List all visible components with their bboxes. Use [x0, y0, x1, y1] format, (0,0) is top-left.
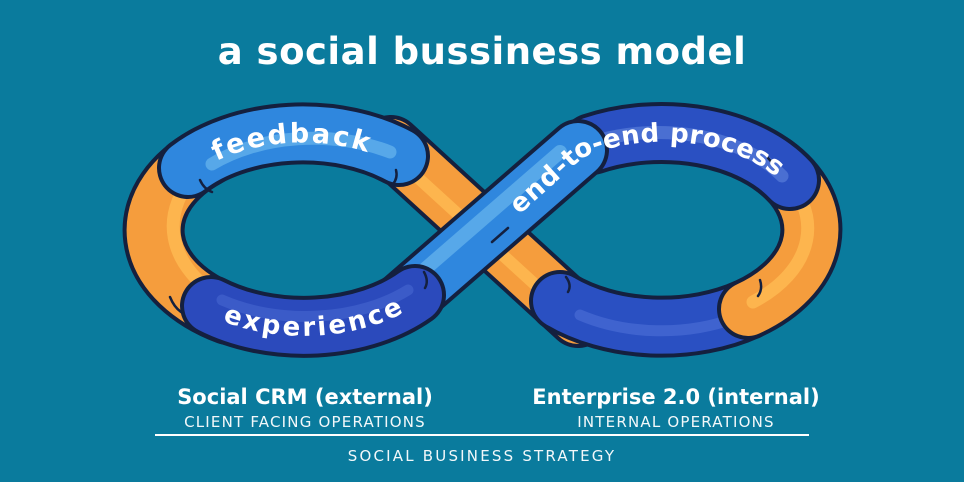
enterprise-title: Enterprise 2.0 (internal) [532, 385, 820, 409]
social-crm-title: Social CRM (external) [177, 385, 433, 409]
divider-line [155, 434, 809, 436]
enterprise-block: Enterprise 2.0 (internal) INTERNAL OPERA… [496, 385, 856, 431]
feedback-arc [157, 102, 430, 199]
page-title: a social bussiness model [217, 30, 747, 73]
social-crm-subtitle: CLIENT FACING OPERATIONS [184, 413, 426, 432]
right-loop-bottom-arc [529, 270, 761, 358]
experience-arc [168, 264, 446, 358]
strategy-caption: SOCIAL BUSINESS STRATEGY [347, 447, 617, 465]
end-to-end-process-arc [561, 102, 821, 211]
social-crm-block: Social CRM (external) CLIENT FACING OPER… [125, 385, 485, 431]
enterprise-subtitle: INTERNAL OPERATIONS [577, 413, 775, 432]
